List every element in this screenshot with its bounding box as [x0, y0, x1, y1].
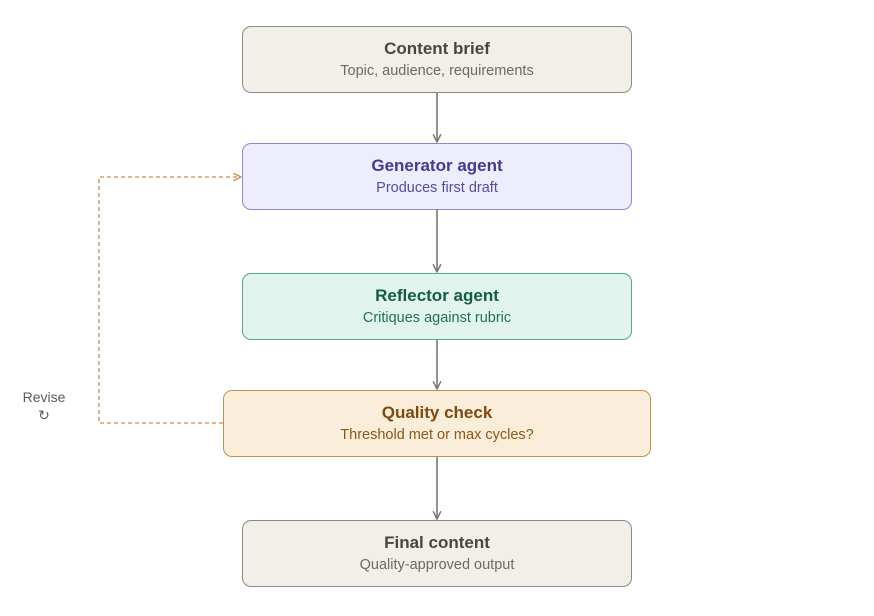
generator-agent-title: Generator agent	[371, 156, 503, 175]
reflector-agent-subtitle: Critiques against rubric	[362, 310, 512, 326]
final-content-subtitle: Quality-approved output	[359, 557, 515, 573]
generator-agent-node: Generator agent Produces first draft	[242, 143, 632, 210]
final-content-title: Final content	[384, 533, 490, 552]
generator-agent-subtitle: Produces first draft	[376, 180, 498, 196]
content-brief-title: Content brief	[384, 39, 490, 58]
quality-check-subtitle: Threshold met or max cycles?	[340, 427, 534, 443]
reflector-agent-node: Reflector agent Critiques against rubric	[242, 273, 632, 340]
final-content-node: Final content Quality-approved output	[242, 520, 632, 587]
revise-label-text: Revise	[22, 389, 66, 405]
content-brief-node: Content brief Topic, audience, requireme…	[242, 26, 632, 93]
revise-loop-label: Revise ↻	[14, 388, 74, 425]
quality-check-title: Quality check	[381, 403, 493, 422]
content-brief-subtitle: Topic, audience, requirements	[340, 63, 534, 79]
reflector-agent-title: Reflector agent	[375, 286, 499, 305]
revise-loop-arrow	[98, 172, 242, 424]
refresh-icon: ↻	[38, 408, 50, 424]
quality-check-node: Quality check Threshold met or max cycle…	[223, 390, 651, 457]
